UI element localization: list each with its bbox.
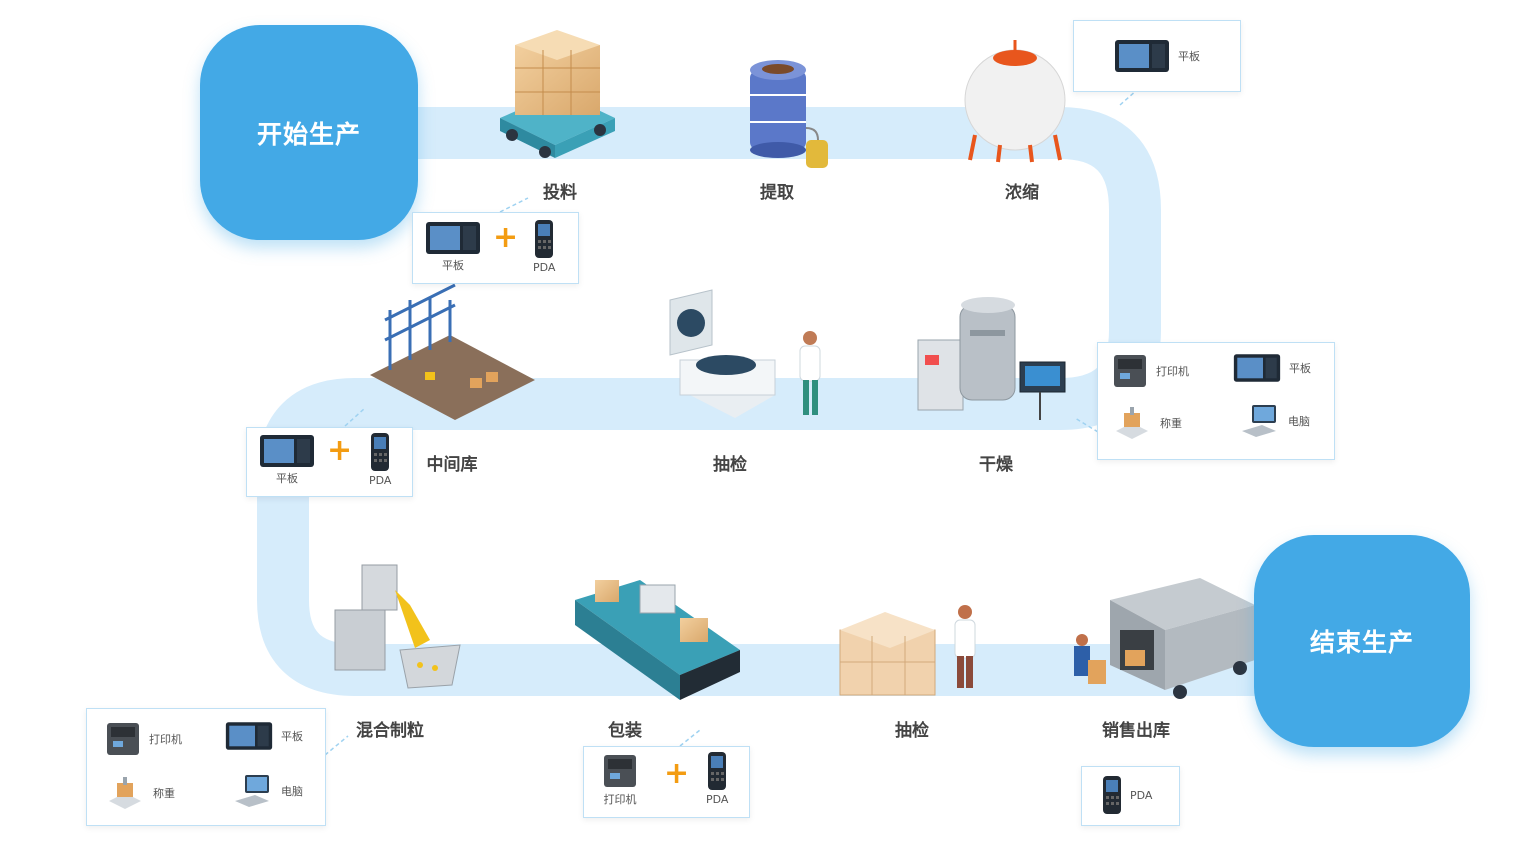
- step-label-extraction: 提取: [760, 183, 794, 203]
- device-box-concentration: 平板: [1073, 20, 1241, 92]
- device-box-sales-outbound: PDA: [1081, 766, 1180, 826]
- step-label-concentration: 浓缩: [1005, 183, 1039, 203]
- tablet-icon: [225, 722, 273, 750]
- plus-icon: +: [493, 220, 519, 255]
- pallet-truck-icon: [500, 30, 615, 158]
- step-label-mix-granulate: 混合制粒: [356, 721, 424, 741]
- step-label-packaging: 包装: [608, 721, 642, 741]
- tablet-icon: [426, 222, 480, 254]
- tablet-icon: [260, 435, 314, 467]
- plus-icon: +: [664, 756, 690, 791]
- step-label-sampling-1: 抽检: [713, 455, 747, 475]
- device-label: 平板: [1289, 362, 1311, 375]
- device-label: PDA: [706, 793, 729, 806]
- device-pda: PDA: [369, 432, 391, 487]
- device-computer: 电脑: [1240, 403, 1310, 439]
- step-label-feeding: 投料: [543, 183, 577, 203]
- connector-packaging: [679, 729, 701, 747]
- device-pda: PDA: [706, 751, 728, 806]
- pda-icon: [708, 752, 727, 790]
- step-label-drying: 干燥: [979, 455, 1013, 475]
- printer-icon: [604, 755, 636, 787]
- device-label: 电脑: [1288, 415, 1310, 428]
- connector-mix: [324, 735, 349, 756]
- device-label: PDA: [533, 261, 556, 274]
- device-tablet: 平板: [1233, 353, 1311, 383]
- computer-icon: [1242, 405, 1276, 437]
- plus-icon: +: [327, 433, 353, 468]
- device-scale: 称重: [1112, 405, 1182, 441]
- device-box-drying: 打印机 平板 称重 电脑: [1097, 342, 1335, 460]
- device-label: PDA: [369, 474, 392, 487]
- conveyor-belt-icon: [575, 580, 740, 700]
- device-tablet: 平板: [259, 434, 315, 486]
- device-label: 平板: [281, 730, 303, 743]
- device-label: 称重: [1160, 417, 1182, 430]
- device-box-packaging: 打印机 + PDA: [583, 746, 750, 818]
- tablet-icon: [1115, 40, 1169, 72]
- device-pda: PDA: [1102, 775, 1152, 815]
- pda-icon: [371, 433, 390, 471]
- device-label: 平板: [276, 472, 298, 485]
- tablet-icon: [1233, 354, 1281, 382]
- connector-feeding: [499, 197, 529, 213]
- device-label: 平板: [442, 259, 464, 272]
- start-bubble: 开始生产: [200, 25, 418, 240]
- step-label-sampling-2: 抽检: [895, 721, 929, 741]
- device-label: 电脑: [281, 785, 303, 798]
- device-tablet: 平板: [425, 221, 481, 273]
- device-scale: 称重: [105, 775, 175, 811]
- device-box-mix-granulate: 打印机 平板 称重 电脑: [86, 708, 326, 826]
- device-label: 打印机: [149, 733, 182, 746]
- connector-concentration: [1119, 89, 1138, 106]
- end-bubble: 结束生产: [1254, 535, 1470, 747]
- step-label-sales-outbound: 销售出库: [1102, 721, 1170, 741]
- device-label: 称重: [153, 787, 175, 800]
- connector-intermediate: [344, 407, 366, 427]
- warehouse-icon: [370, 283, 535, 420]
- pda-icon: [535, 220, 554, 258]
- device-tablet: 平板: [225, 721, 303, 751]
- device-printer: 打印机: [1112, 353, 1189, 389]
- device-label: 打印机: [603, 793, 637, 806]
- device-label: 打印机: [1156, 365, 1189, 378]
- device-printer: 打印机: [105, 721, 182, 757]
- device-label: 平板: [1178, 50, 1200, 63]
- centrifuge-lab-icon: [669, 289, 821, 418]
- device-printer: 打印机: [602, 753, 638, 807]
- device-computer: 电脑: [233, 773, 303, 809]
- step-label-intermediate-store: 中间库: [426, 455, 478, 475]
- connector-drying: [1074, 417, 1099, 433]
- delivery-van-icon: [1074, 578, 1255, 699]
- device-tablet: 平板: [1114, 39, 1200, 73]
- computer-icon: [235, 775, 269, 807]
- pda-icon: [1103, 776, 1121, 814]
- device-pda: PDA: [533, 219, 555, 274]
- device-box-feeding: 平板 + PDA: [412, 212, 579, 284]
- dryer-machine-icon: [917, 297, 1066, 420]
- printer-icon: [1114, 355, 1146, 387]
- printer-icon: [107, 723, 139, 755]
- boxes-inspector-icon: [839, 605, 976, 696]
- scale-icon: [1116, 407, 1148, 439]
- granulator-icon: [334, 564, 461, 689]
- concentrator-sphere-icon: [964, 40, 1066, 163]
- extraction-tank-icon: [750, 60, 828, 168]
- device-box-intermediate-store: 平板 + PDA: [246, 427, 413, 497]
- scale-icon: [109, 777, 141, 809]
- device-label: PDA: [1130, 788, 1153, 802]
